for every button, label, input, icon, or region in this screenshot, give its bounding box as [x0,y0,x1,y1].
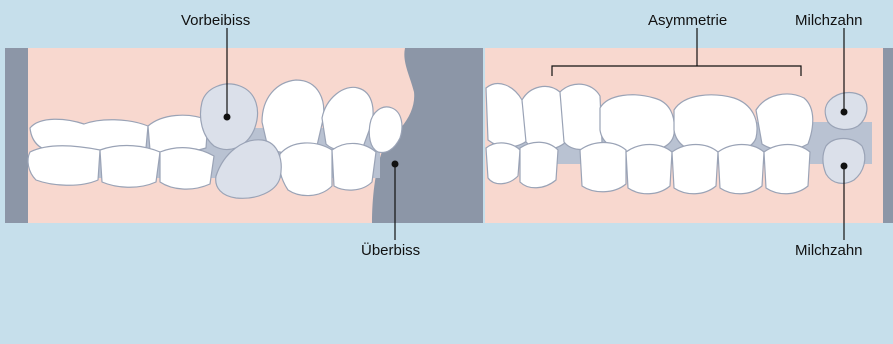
vorbeibiss-dot [224,114,231,121]
milchzahn-top-dot [841,109,848,116]
label-milchzahn-bottom: Milchzahn [795,242,863,260]
right-panel-front-view [485,48,893,223]
ueberbiss-dot [392,161,399,168]
label-ueberbiss: Überbiss [361,242,420,260]
label-asymmetrie: Asymmetrie [648,12,727,30]
right-lower-teeth [486,142,810,194]
label-vorbeibiss: Vorbeibiss [181,12,250,30]
milchzahn-bottom-dot [841,163,848,170]
label-milchzahn-top: Milchzahn [795,12,863,30]
left-panel-side-view [5,48,483,223]
